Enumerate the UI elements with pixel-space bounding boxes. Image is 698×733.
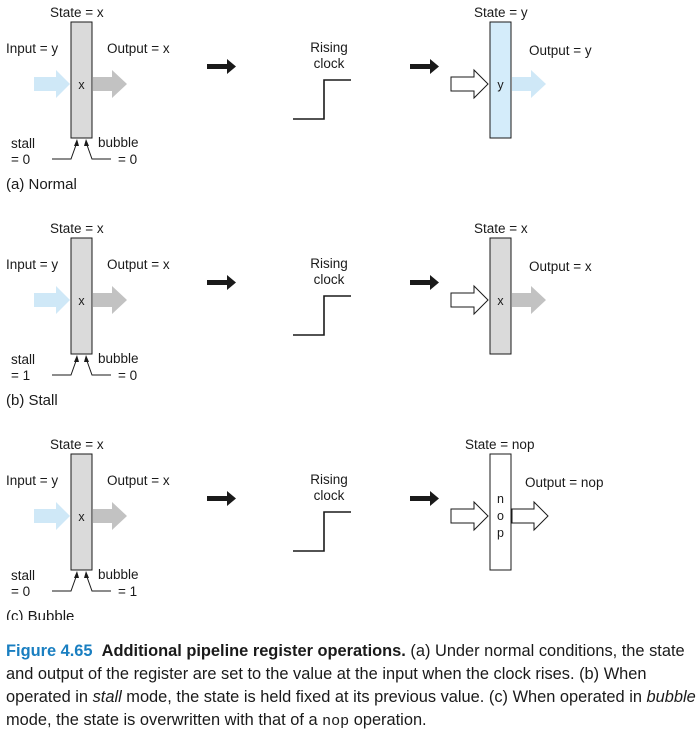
left-state-label: State = x bbox=[50, 5, 104, 20]
input-arrow bbox=[34, 286, 70, 314]
bubble-label: bubble bbox=[98, 351, 139, 366]
panel-label: (a) Normal bbox=[6, 176, 77, 193]
clock-label-line2: clock bbox=[314, 272, 345, 287]
register-value: x bbox=[78, 78, 85, 92]
bubble-value: = 0 bbox=[118, 152, 137, 167]
clocked-input-arrow bbox=[450, 68, 489, 100]
output-arrow-after bbox=[511, 500, 549, 532]
transition-arrow bbox=[410, 275, 439, 290]
input-label: Input = y bbox=[6, 41, 58, 56]
bubble-value: = 1 bbox=[118, 584, 137, 599]
panel-bubble: State = x Input = y Output = x x stall =… bbox=[6, 437, 603, 620]
bubble-value: = 0 bbox=[118, 368, 137, 383]
right-output-label: Output = x bbox=[529, 259, 592, 274]
figure-number: Figure 4.65 bbox=[6, 642, 93, 660]
pipeline-register bbox=[70, 237, 93, 355]
stall-value: = 0 bbox=[11, 152, 30, 167]
stall-label: stall bbox=[11, 568, 35, 583]
caption-text: operation. bbox=[349, 711, 427, 729]
register-value-after: x bbox=[497, 294, 504, 308]
bubble-label: bubble bbox=[98, 567, 139, 582]
caption-text: mode, the state is held fixed at its pre… bbox=[121, 688, 647, 706]
bubble-wire bbox=[86, 144, 111, 160]
bubble-wire bbox=[86, 576, 111, 592]
right-state-label: State = y bbox=[474, 5, 528, 20]
output-label: Output = x bbox=[107, 257, 170, 272]
right-state-label: State = x bbox=[474, 221, 528, 236]
figure-title: Additional pipeline register operations. bbox=[101, 642, 406, 660]
stall-wire bbox=[52, 360, 77, 376]
right-output-label: Output = y bbox=[529, 43, 592, 58]
panel-label: (c) Bubble bbox=[6, 608, 74, 620]
stall-label: stall bbox=[11, 352, 35, 367]
bubble-arrowhead bbox=[84, 139, 89, 146]
output-arrow-after bbox=[512, 286, 546, 314]
stall-wire bbox=[52, 576, 77, 592]
input-label: Input = y bbox=[6, 257, 58, 272]
input-label: Input = y bbox=[6, 473, 58, 488]
input-arrow bbox=[34, 70, 70, 98]
output-arrow bbox=[93, 70, 127, 98]
pipeline-register-after bbox=[489, 237, 512, 355]
transition-arrow bbox=[410, 491, 439, 506]
output-label: Output = x bbox=[107, 473, 170, 488]
left-state-label: State = x bbox=[50, 221, 104, 236]
stall-value: = 0 bbox=[11, 584, 30, 599]
transition-arrow bbox=[207, 275, 236, 290]
clock-label-line2: clock bbox=[314, 488, 345, 503]
bubble-arrowhead bbox=[84, 571, 89, 578]
output-label: Output = x bbox=[107, 41, 170, 56]
register-value-char: n bbox=[497, 492, 504, 506]
caption-text: (a) Under normal conditions, the state a… bbox=[6, 642, 685, 706]
pipeline-register bbox=[70, 453, 93, 571]
clock-label-line1: Rising bbox=[310, 472, 348, 487]
bubble-arrowhead bbox=[84, 355, 89, 362]
bubble-label: bubble bbox=[98, 135, 139, 150]
stall-value: = 1 bbox=[11, 368, 30, 383]
clock-label-line1: Rising bbox=[310, 40, 348, 55]
rising-clock-edge bbox=[293, 79, 351, 120]
caption-emphasis-bubble: bubble bbox=[646, 688, 696, 706]
transition-arrow bbox=[207, 491, 236, 506]
output-arrow bbox=[93, 502, 127, 530]
panel-normal: State = x Input = y Output = x x stall =… bbox=[6, 5, 592, 193]
panel-stall: State = x Input = y Output = x x stall =… bbox=[6, 221, 592, 409]
stall-arrowhead bbox=[74, 139, 79, 146]
register-value-char: o bbox=[497, 509, 504, 523]
panel-label: (b) Stall bbox=[6, 392, 58, 409]
stall-wire bbox=[52, 144, 77, 160]
left-state-label: State = x bbox=[50, 437, 104, 452]
caption-emphasis-stall: stall bbox=[92, 688, 122, 706]
clocked-input-arrow bbox=[450, 284, 489, 316]
output-arrow-after bbox=[512, 70, 546, 98]
right-output-label: Output = nop bbox=[525, 475, 603, 490]
transition-arrow bbox=[207, 59, 236, 74]
pipeline-register-diagram: State = x Input = y Output = x x stall =… bbox=[6, 5, 603, 620]
register-value: x bbox=[78, 510, 85, 524]
pipeline-register bbox=[70, 21, 93, 139]
right-state-label: State = nop bbox=[465, 437, 534, 452]
register-value-char: p bbox=[497, 526, 504, 540]
caption-text: mode, the state is overwritten with that… bbox=[6, 711, 323, 729]
clock-label-line2: clock bbox=[314, 56, 345, 71]
stall-arrowhead bbox=[74, 571, 79, 578]
pipeline-register-after bbox=[489, 21, 512, 139]
register-value: x bbox=[78, 294, 85, 308]
rising-clock-edge bbox=[293, 295, 351, 336]
clocked-input-arrow bbox=[450, 500, 489, 532]
clock-label-line1: Rising bbox=[310, 256, 348, 271]
input-arrow bbox=[34, 502, 70, 530]
output-arrow bbox=[93, 286, 127, 314]
caption-code-nop: nop bbox=[322, 713, 350, 730]
pipeline-register-after bbox=[489, 453, 512, 571]
rising-clock-edge bbox=[293, 511, 351, 552]
figure-caption: Figure 4.65 Additional pipeline register… bbox=[6, 640, 696, 733]
stall-arrowhead bbox=[74, 355, 79, 362]
transition-arrow bbox=[410, 59, 439, 74]
bubble-wire bbox=[86, 360, 111, 376]
register-value-after: y bbox=[497, 78, 504, 92]
stall-label: stall bbox=[11, 136, 35, 151]
